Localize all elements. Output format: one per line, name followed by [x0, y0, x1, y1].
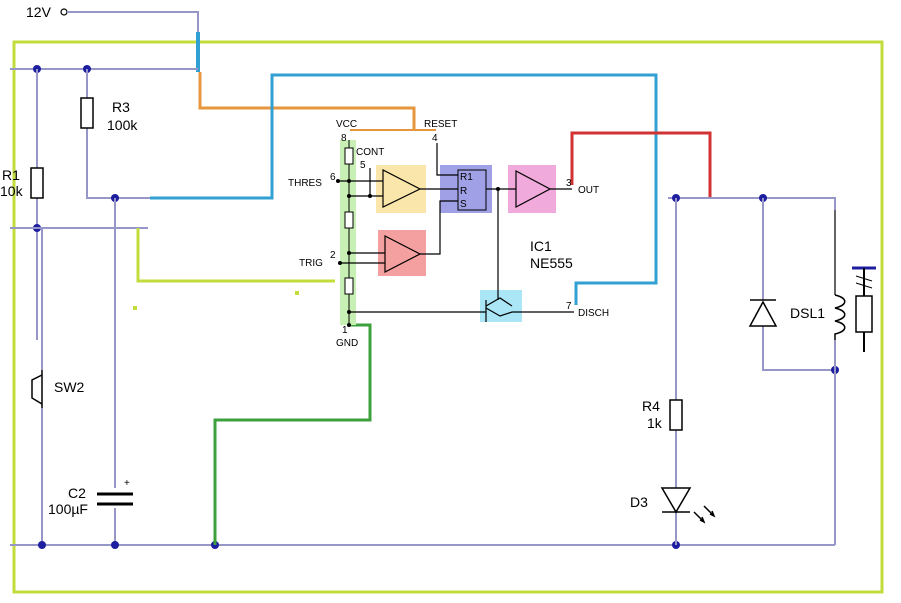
capacitor-c2: + C2 100µF [48, 478, 133, 517]
ff-r1: R1 [460, 172, 473, 183]
left-wiring [10, 65, 835, 549]
vcc-wire [198, 72, 416, 130]
board-border [12, 40, 884, 594]
comparator-top [376, 165, 426, 213]
supply-12v: 12V [26, 4, 200, 72]
switch-sw2: SW2 [31, 370, 85, 408]
resistor-r4: R4 1k [642, 398, 683, 431]
r4-value: 1k [647, 415, 663, 431]
sw2-name: SW2 [54, 379, 85, 395]
ff-s: S [460, 199, 467, 210]
dsl1-name: DSL1 [790, 305, 825, 321]
flyback-diode [748, 299, 778, 327]
gnd-wire [213, 323, 372, 545]
pin-5-number: 5 [360, 160, 366, 171]
output-network [668, 194, 839, 545]
d3-name: D3 [630, 494, 648, 510]
ic1-name: IC1 [530, 238, 552, 254]
ic1-ne555: R1 R S [288, 119, 609, 349]
pin-cont-label: CONT [356, 147, 384, 158]
pin-out-label: OUT [578, 185, 599, 196]
led-d3: D3 [630, 487, 716, 524]
c2-value: 100µF [48, 501, 88, 517]
pin-7-number: 7 [566, 301, 572, 312]
out-wire [570, 131, 712, 198]
pin-1-number: 1 [342, 325, 348, 336]
r3-name: R3 [112, 99, 130, 115]
trig-wire [136, 228, 335, 283]
pin-gnd-label: GND [336, 338, 358, 349]
divider-highlight [340, 140, 356, 325]
thres-feedback-wire [150, 73, 658, 305]
pin-trig-label: TRIG [299, 258, 323, 269]
r4-name: R4 [642, 398, 660, 414]
pin-6-number: 6 [330, 172, 336, 183]
r1-value: 10k [0, 183, 24, 199]
pin-3-number: 3 [566, 178, 572, 189]
relay-dsl1: DSL1 [790, 210, 876, 352]
pin-reset-label: RESET [424, 119, 457, 130]
c2-name: C2 [68, 485, 86, 501]
r3-value: 100k [107, 117, 138, 133]
r1-name: R1 [2, 167, 20, 183]
ff-r: R [460, 186, 467, 197]
pin-8-number: 8 [341, 133, 347, 144]
pin-4-number: 4 [432, 133, 438, 144]
resistor-r3: R3 100k [80, 97, 138, 133]
pin-2-number: 2 [330, 250, 336, 261]
supply-label: 12V [26, 4, 52, 20]
pin-vcc-label: VCC [336, 119, 357, 130]
pin-thres-label: THRES [288, 178, 322, 189]
ic1-part: NE555 [530, 255, 573, 271]
pin-disch-label: DISCH [578, 308, 609, 319]
resistor-r1: R1 10k [0, 167, 44, 199]
c2-polarity: + [124, 478, 130, 489]
